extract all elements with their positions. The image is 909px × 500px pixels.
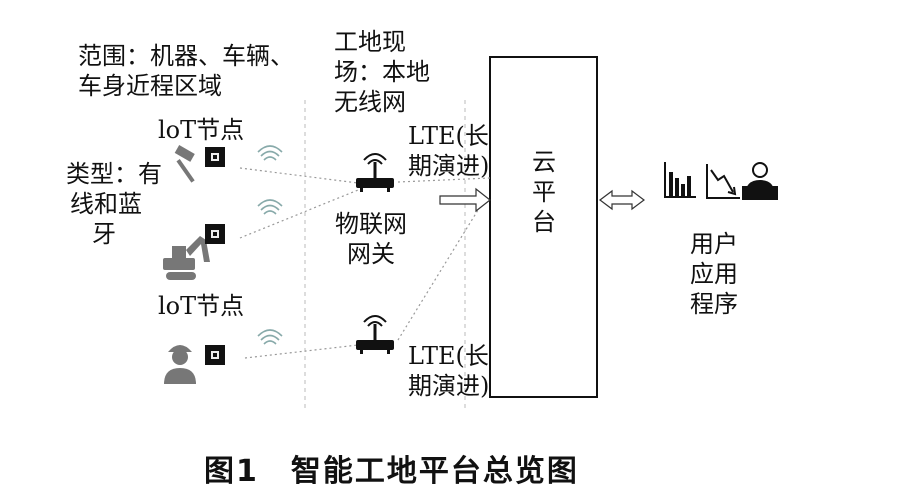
link-gateway2-cloud xyxy=(397,209,479,341)
link-node2-gateway xyxy=(239,189,359,239)
gateway-label-line1: 物联网 xyxy=(335,210,407,238)
lte-top-line2: 期演进) xyxy=(408,152,490,180)
cloud-label-line3: 台 xyxy=(532,208,556,236)
chip-icon xyxy=(205,224,225,244)
link-node3-gateway2 xyxy=(244,344,359,359)
wifi-icon xyxy=(257,329,283,345)
cloud-platform-box xyxy=(489,56,598,398)
iot-node-label-bottom: loT节点 xyxy=(158,292,245,320)
cloud-label-line2: 平 xyxy=(532,178,556,206)
iot-node-label-top: loT节点 xyxy=(158,116,245,144)
graph-down-icon xyxy=(706,164,740,199)
user-computer-icon xyxy=(742,162,778,200)
figure-caption: 图1 智能工地平台总览图 xyxy=(204,454,579,489)
app-label-line1: 用户 xyxy=(690,230,738,258)
app-label-line3: 程序 xyxy=(690,290,738,318)
cloud-label-line1: 云 xyxy=(532,148,556,176)
site-label-line2: 场：本地 xyxy=(334,58,430,86)
hammer-icon xyxy=(174,145,195,183)
chip-icon xyxy=(205,345,225,365)
chart-icon xyxy=(664,162,696,198)
arrow-cloud-app xyxy=(599,189,645,211)
lte-top-line1: LTE(长 xyxy=(408,122,489,150)
gateway-label-line2: 网关 xyxy=(347,240,395,268)
excavator-icon xyxy=(163,236,210,280)
app-label-line2: 应用 xyxy=(690,260,738,288)
router-icon xyxy=(356,315,394,354)
type-label-line3: 牙 xyxy=(92,220,116,248)
scope-label-line1: 范围：机器、车辆、 xyxy=(78,42,294,70)
arrow-gateway-cloud xyxy=(439,187,491,213)
site-label-line3: 无线网 xyxy=(334,88,406,116)
scope-label-line2: 车身近程区域 xyxy=(78,72,222,100)
type-label-line1: 类型：有 xyxy=(66,160,162,188)
wifi-icon xyxy=(257,199,283,215)
wifi-icon xyxy=(257,145,283,161)
lte-bottom-line2: 期演进) xyxy=(408,372,490,400)
worker-icon xyxy=(164,345,196,384)
link-gateway-cloud xyxy=(397,177,491,183)
lte-bottom-line1: LTE(长 xyxy=(408,342,489,370)
chip-icon xyxy=(205,147,225,167)
link-node1-gateway xyxy=(239,167,359,184)
type-label-line2: 线和蓝 xyxy=(70,190,142,218)
site-label-line1: 工地现 xyxy=(334,28,406,56)
router-icon xyxy=(356,153,394,192)
